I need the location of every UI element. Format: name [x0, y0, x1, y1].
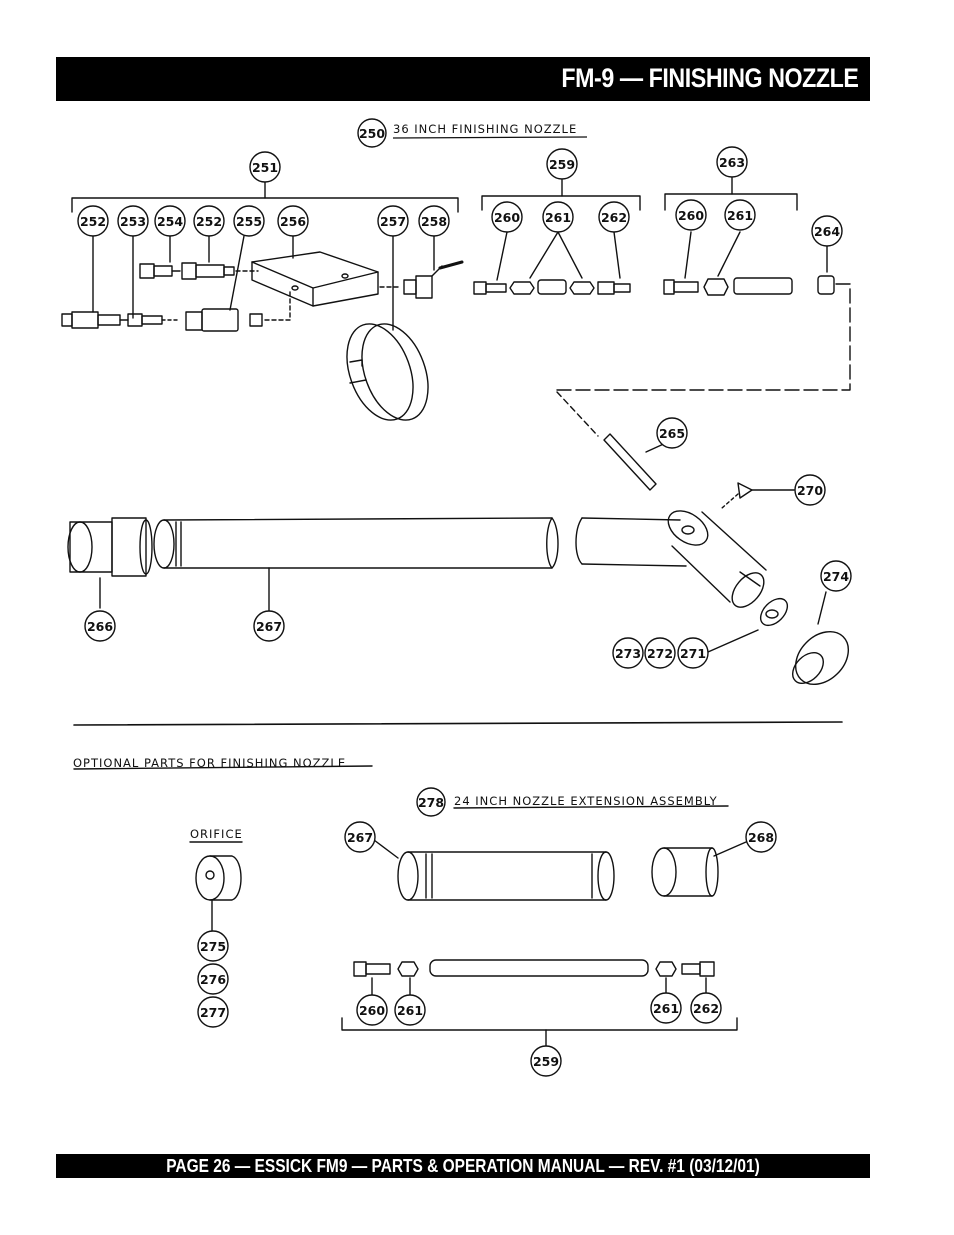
ref-259: 259: [533, 1054, 559, 1069]
ref-260: 260: [494, 210, 520, 225]
ref-252: 252: [80, 214, 106, 229]
ref-261: 261: [545, 210, 571, 225]
header-bar: FM-9 — FINISHING NOZZLE: [56, 57, 870, 101]
ref-264: 264: [814, 224, 840, 239]
ref-276: 276: [200, 972, 226, 987]
orifice-label: ORIFICE: [190, 827, 243, 841]
reference-numbers: 251 259 263 252 253 254 252 255 256 257 …: [80, 155, 849, 1069]
footer-text: PAGE 26 — ESSICK FM9 — PARTS & OPERATION…: [166, 1156, 760, 1176]
ref-268: 268: [748, 830, 774, 845]
ref-257: 257: [380, 214, 406, 229]
ref-259: 259: [549, 157, 575, 172]
ref-274: 274: [823, 569, 849, 584]
ref-260: 260: [359, 1003, 385, 1018]
ref-255: 255: [236, 214, 262, 229]
main-title-label: 36 INCH FINISHING NOZZLE: [393, 122, 577, 136]
ref-256: 256: [280, 214, 306, 229]
ref-273: 273: [615, 646, 641, 661]
ref-265: 265: [659, 426, 685, 441]
ref-254: 254: [157, 214, 183, 229]
footer-bar: PAGE 26 — ESSICK FM9 — PARTS & OPERATION…: [56, 1154, 870, 1178]
ref-262: 262: [693, 1001, 719, 1016]
ref-278: 278: [418, 795, 444, 810]
ref-261: 261: [653, 1001, 679, 1016]
main-title-group: 250 36 INCH FINISHING NOZZLE: [357, 118, 577, 148]
ref-267: 267: [347, 830, 373, 845]
ref-258: 258: [421, 214, 447, 229]
ref-275: 275: [200, 939, 226, 954]
ref-263: 263: [719, 155, 745, 170]
ref-262: 262: [601, 210, 627, 225]
ref-271: 271: [680, 646, 706, 661]
ref-261: 261: [727, 208, 753, 223]
ref-261: 261: [397, 1003, 423, 1018]
ref-266: 266: [87, 619, 113, 634]
optional-heading: OPTIONAL PARTS FOR FINISHING NOZZLE: [73, 756, 346, 770]
ref-253: 253: [120, 214, 146, 229]
ref-252: 252: [196, 214, 222, 229]
ref-272: 272: [647, 646, 673, 661]
page-title: FM-9 — FINISHING NOZZLE: [560, 63, 859, 93]
extension-title-label: 24 INCH NOZZLE EXTENSION ASSEMBLY: [454, 794, 718, 808]
ref-260: 260: [678, 208, 704, 223]
ref-270: 270: [797, 483, 823, 498]
ref-250: 250: [359, 126, 385, 141]
extension-title-group: 278 24 INCH NOZZLE EXTENSION ASSEMBLY: [416, 787, 718, 817]
ref-267: 267: [256, 619, 282, 634]
ref-251: 251: [252, 160, 278, 175]
ref-277: 277: [200, 1005, 226, 1020]
